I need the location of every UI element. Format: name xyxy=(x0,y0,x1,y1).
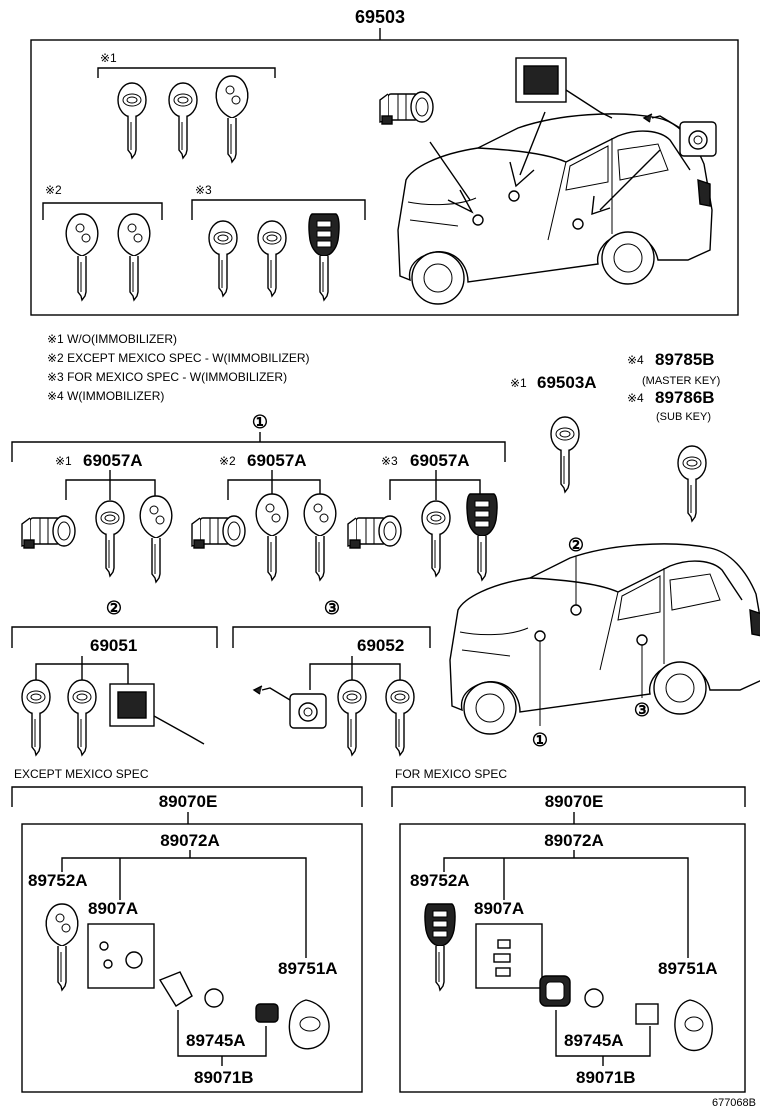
cover-icon xyxy=(635,1003,659,1025)
key-icon xyxy=(337,679,367,756)
car-callout-3: ③ xyxy=(634,700,650,720)
location-arrow xyxy=(509,111,546,188)
except-mexico-kit: 8907A xyxy=(88,899,138,918)
lock-cylinder-icon xyxy=(191,515,246,549)
key-icon xyxy=(257,220,287,297)
key-fob-icon xyxy=(215,75,249,163)
mexico-label: FOR MEXICO SPEC xyxy=(395,767,507,781)
key-icon xyxy=(117,82,147,159)
mark-3-label: ※3 xyxy=(195,183,212,197)
mark-1-label: ※1 xyxy=(100,51,117,65)
sub-key-mark: ※4 xyxy=(627,391,644,405)
except-mexico-transmitter: 89070E xyxy=(159,792,218,811)
callout-1-label: ① xyxy=(252,412,268,432)
group1-mark-2: ※2 xyxy=(219,454,236,468)
except-mexico-label: EXCEPT MEXICO SPEC xyxy=(14,767,149,781)
master-key-number: 89785B xyxy=(655,350,715,369)
except-mexico-case: 89751A xyxy=(278,959,338,978)
mexico-transmitter: 89070E xyxy=(545,792,604,811)
top-assembly-number: 69503 xyxy=(355,7,405,27)
note-2: ※2 EXCEPT MEXICO SPEC - W(IMMOBILIZER) xyxy=(47,351,310,365)
key-case-icon xyxy=(674,999,713,1052)
group1-part-3: 69057A xyxy=(410,451,470,470)
mexico-kit: 8907A xyxy=(474,899,524,918)
except-mexico-key-plate: 89752A xyxy=(28,871,88,890)
master-key-icon xyxy=(677,445,707,522)
callout-2-label: ② xyxy=(106,598,122,618)
key-icon xyxy=(208,220,238,297)
except-mexico-sub: 89071B xyxy=(194,1068,254,1087)
location-arrow xyxy=(429,141,474,214)
key-icon xyxy=(421,500,451,577)
key-icon xyxy=(168,82,198,159)
key-icon xyxy=(67,679,97,756)
mexico-key-plate: 89752A xyxy=(410,871,470,890)
ignition-cylinder-icon xyxy=(379,91,434,125)
group1-mark-3: ※3 xyxy=(381,454,398,468)
note-1: ※1 W/O(IMMOBILIZER) xyxy=(47,332,177,346)
sub-key-number: 89786B xyxy=(655,388,715,407)
group3-part: 69052 xyxy=(357,636,404,655)
battery-icon xyxy=(204,988,224,1008)
mexico-housing: 89072A xyxy=(544,831,604,850)
key-blank-mark: ※1 xyxy=(510,376,527,390)
mexico-sub: 89071B xyxy=(576,1068,636,1087)
car-illustration xyxy=(397,113,713,305)
mexico-frame xyxy=(399,823,746,1093)
location-arrow xyxy=(591,149,661,216)
master-key-mark: ※4 xyxy=(627,353,644,367)
key-fob-icon xyxy=(117,213,151,301)
battery-icon xyxy=(584,988,604,1008)
note-3: ※3 FOR MEXICO SPEC - W(IMMOBILIZER) xyxy=(47,370,287,384)
key-blank-icon xyxy=(550,416,580,493)
car-illustration xyxy=(449,543,760,735)
key-fob-icon xyxy=(65,213,99,301)
key-fob-icon xyxy=(303,493,337,581)
except-mexico-housing: 89072A xyxy=(160,831,220,850)
mark-2-label: ※2 xyxy=(45,183,62,197)
key-blank-number: 69503A xyxy=(537,373,597,392)
key-icon xyxy=(385,679,415,756)
car-callout-1: ① xyxy=(532,730,548,750)
except-mexico-battery: 89745A xyxy=(186,1031,246,1050)
key-case-icon xyxy=(288,999,330,1050)
lock-cylinder-icon xyxy=(347,515,402,549)
group1-part-1: 69057A xyxy=(83,451,143,470)
key-fob-icon xyxy=(139,495,173,583)
key-fob-icon xyxy=(255,493,289,581)
group2-part: 69051 xyxy=(90,636,137,655)
kit-parts-box xyxy=(87,923,155,989)
mexico-case: 89751A xyxy=(658,959,718,978)
door-cylinder-icon xyxy=(253,685,327,729)
key-icon xyxy=(95,500,125,577)
callout-3-label: ③ xyxy=(324,598,340,618)
sub-key-label: (SUB KEY) xyxy=(656,411,711,423)
mexico-battery: 89745A xyxy=(564,1031,624,1050)
car-callout-2: ② xyxy=(568,535,584,555)
note-4: ※4 W(IMMOBILIZER) xyxy=(47,389,164,403)
except-mexico-frame xyxy=(21,823,363,1093)
circuit-board-icon xyxy=(158,971,193,1007)
lock-cylinder-icon xyxy=(21,515,76,549)
key-fob-icon xyxy=(45,903,79,991)
top-assembly-frame xyxy=(30,39,739,316)
remote-key-icon xyxy=(424,903,456,991)
master-key-label: (MASTER KEY) xyxy=(642,375,720,387)
key-icon xyxy=(21,679,51,756)
remote-key-icon xyxy=(466,493,498,581)
cover-icon xyxy=(255,1003,279,1023)
kit-parts-box xyxy=(475,923,543,989)
group1-mark-1: ※1 xyxy=(55,454,72,468)
remote-key-icon xyxy=(308,213,340,301)
group1-part-2: 69057A xyxy=(247,451,307,470)
drawing-number: 677068B xyxy=(712,1097,756,1109)
